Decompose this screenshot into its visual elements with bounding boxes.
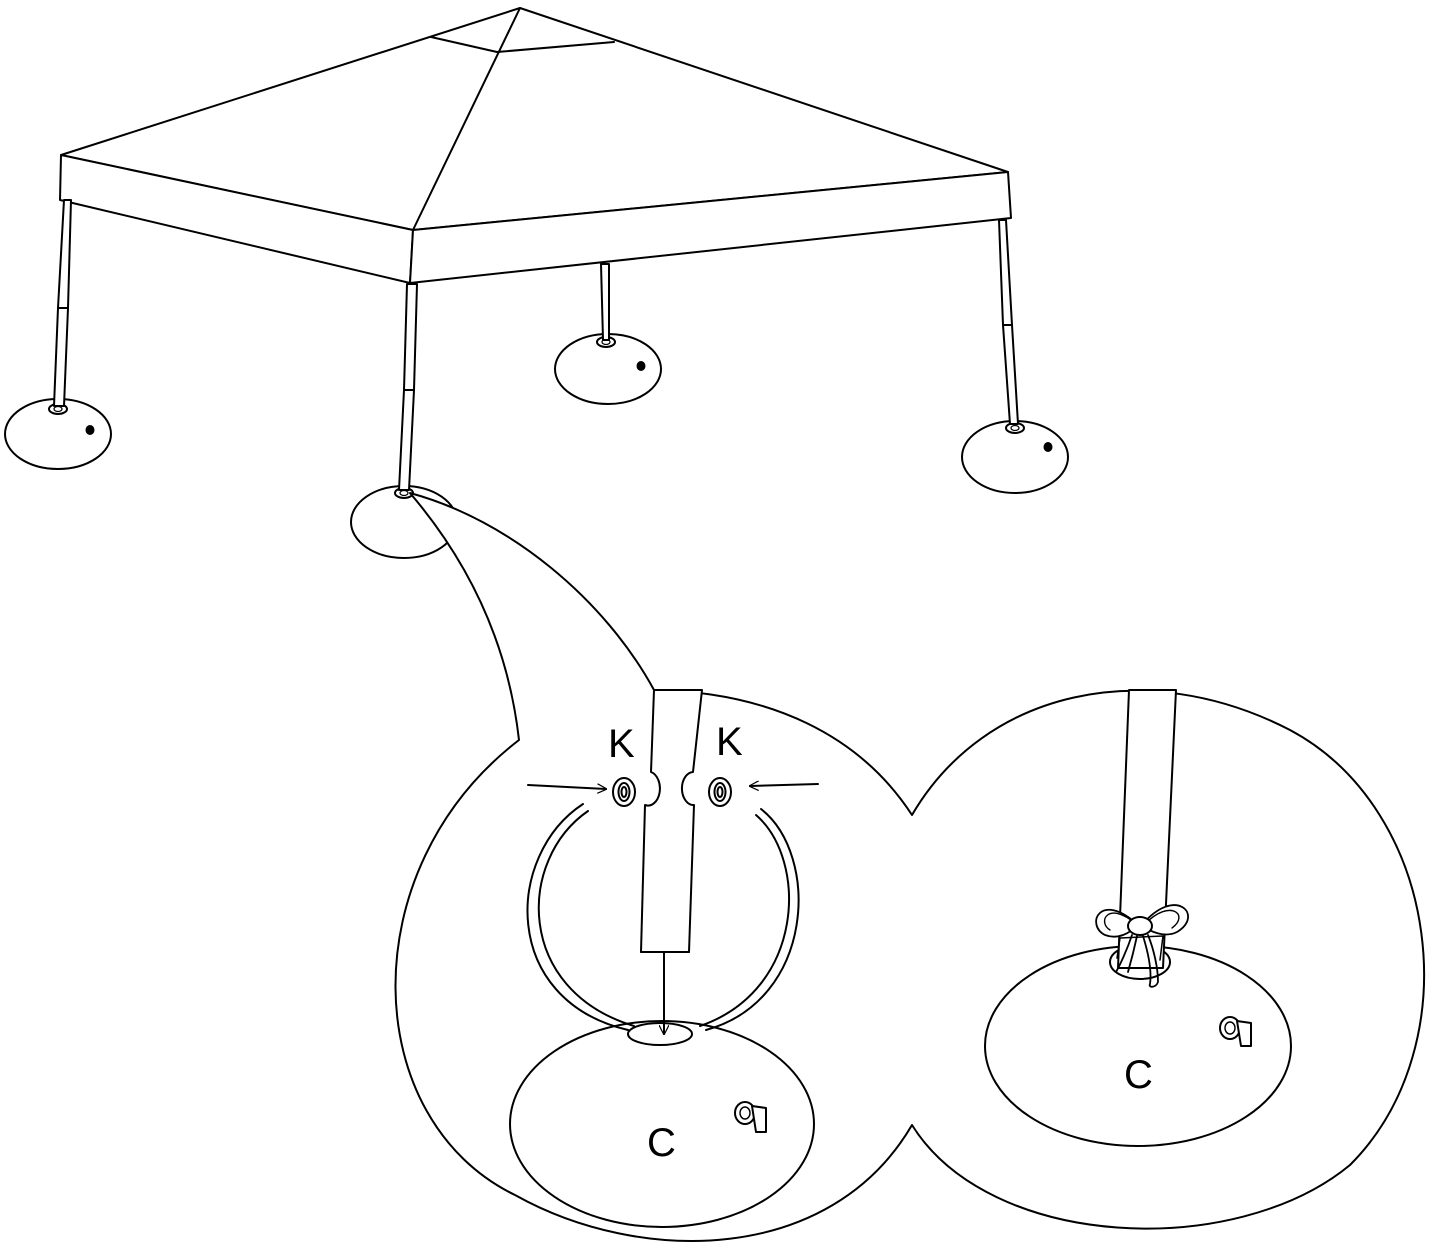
leg-right	[998, 219, 1019, 425]
weight-socket	[627, 1022, 693, 1046]
strap-right	[699, 808, 800, 1031]
arrow-icon	[527, 785, 606, 789]
arrow-icon	[750, 784, 819, 786]
leg-back-center	[600, 263, 610, 341]
fastener-icon	[708, 777, 732, 807]
weight-right	[961, 420, 1069, 494]
leg-detail-2	[1117, 689, 1177, 969]
knot-icon	[1095, 904, 1189, 988]
valve-icon	[734, 1101, 767, 1133]
canopy	[59, 7, 1012, 284]
weight-label-detail-1: C	[647, 1121, 676, 1165]
leg-back-left	[53, 199, 72, 407]
valve-icon	[636, 361, 646, 371]
valve-icon	[1043, 442, 1053, 452]
fastener-icon	[612, 777, 636, 807]
weight-back-left	[4, 398, 112, 470]
weight-label-detail-2: C	[1124, 1053, 1153, 1097]
detail-2-tied: C	[984, 689, 1292, 1147]
fastener-label-left: K	[608, 722, 635, 766]
leg-front	[398, 283, 418, 491]
valve-icon	[85, 425, 95, 435]
valve-icon	[1219, 1016, 1252, 1047]
detail-1-attach: K K C	[509, 689, 819, 1228]
strap-left	[526, 803, 635, 1031]
weight-base-detail-1	[509, 1020, 815, 1228]
fastener-label-right: K	[716, 720, 743, 764]
weight-back-center	[554, 333, 662, 405]
